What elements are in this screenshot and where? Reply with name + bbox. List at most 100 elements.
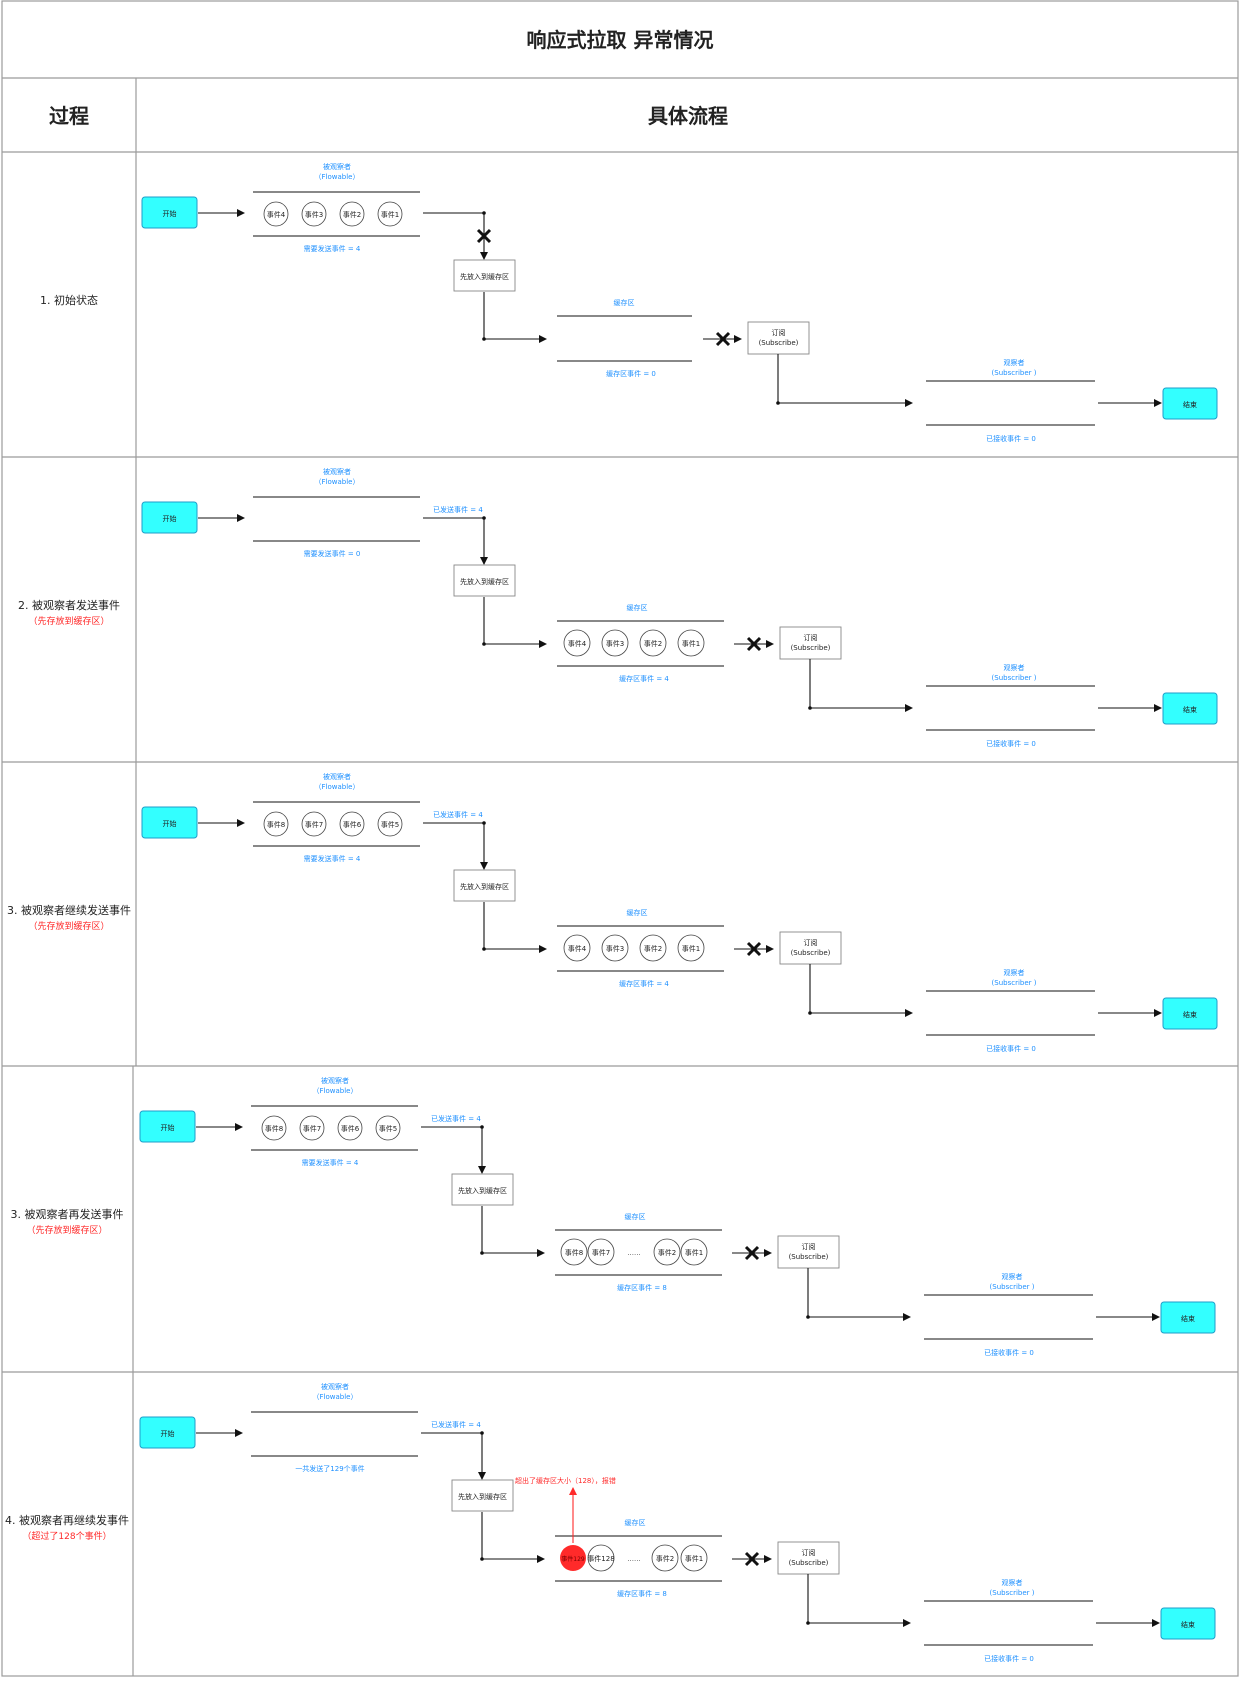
buffer-first-label: 先放入到缓存区 xyxy=(460,577,509,586)
buffer-event-label: 事件1 xyxy=(682,639,700,648)
observer-type: (Subscriber ) xyxy=(992,979,1037,987)
observable-event-label: 事件6 xyxy=(341,1124,360,1133)
blocked-x-icon xyxy=(744,1551,760,1567)
subscribe-box xyxy=(779,626,842,660)
observable-event-circle xyxy=(301,201,327,227)
sent-label: 已发送事件 = 4 xyxy=(431,1114,481,1123)
observable-event-circle xyxy=(339,201,365,227)
observable-caption: 需要发送事件 = 0 xyxy=(304,549,361,558)
buffer-event-circle xyxy=(587,1544,615,1572)
buffer-event-label: 事件2 xyxy=(656,1554,674,1563)
received-caption: 已接收事件 = 0 xyxy=(986,434,1036,443)
buffer-event-circle xyxy=(601,934,629,962)
observable-event-label: 事件5 xyxy=(379,1124,397,1133)
buffer-title: 缓存区 xyxy=(627,603,648,612)
buffer-caption: 缓存区事件 = 4 xyxy=(619,674,669,683)
page-title: 响应式拉取 异常情况 xyxy=(527,28,714,52)
buffer-first-label: 先放入到缓存区 xyxy=(458,1186,507,1195)
end-node xyxy=(1160,1607,1216,1640)
observable-title: 被观察者 xyxy=(323,162,351,171)
buffer-event-label: 事件1 xyxy=(685,1554,703,1563)
observer-type: (Subscriber ) xyxy=(992,369,1037,377)
observable-caption: 需要发送事件 = 4 xyxy=(302,1158,359,1167)
buffer-first-box xyxy=(451,1479,514,1512)
start-label: 开始 xyxy=(163,514,177,523)
observer-type: (Subscriber ) xyxy=(992,674,1037,682)
subscribe-label: 订阅 xyxy=(804,938,818,947)
observable-event-circle xyxy=(339,811,365,837)
start-node xyxy=(139,1110,196,1143)
subscribe-sublabel: (Subscribe) xyxy=(759,339,799,347)
observable-caption: 一共发送了129个事件 xyxy=(295,1464,364,1473)
observable-event-circle xyxy=(377,201,403,227)
received-caption: 已接收事件 = 0 xyxy=(986,1044,1036,1053)
subscribe-sublabel: (Subscribe) xyxy=(791,644,831,652)
observable-event-label: 事件1 xyxy=(381,210,399,219)
subscribe-sublabel: (Subscribe) xyxy=(789,1253,829,1261)
observable-type: （Flowable） xyxy=(315,478,360,486)
buffer-event-circle xyxy=(560,1238,588,1266)
buffer-event-label: 事件7 xyxy=(592,1248,610,1257)
observable-title: 被观察者 xyxy=(323,467,351,476)
buffer-event-circle xyxy=(677,934,705,962)
buffer-caption: 缓存区事件 = 0 xyxy=(606,369,656,378)
blocked-x-icon xyxy=(746,941,762,957)
buffer-caption: 缓存区事件 = 4 xyxy=(619,979,669,988)
buffer-title: 缓存区 xyxy=(627,908,648,917)
buffer-title: 缓存区 xyxy=(625,1518,646,1527)
observable-type: （Flowable） xyxy=(313,1393,358,1401)
subscribe-label: 订阅 xyxy=(802,1242,816,1251)
buffer-first-box xyxy=(453,869,516,902)
blocked-x-icon xyxy=(744,1245,760,1261)
buffer-event-circle xyxy=(680,1238,708,1266)
process-label: 4. 被观察者再继续发事件 xyxy=(5,1513,129,1527)
buffer-first-box xyxy=(453,564,516,597)
observable-event-label: 事件2 xyxy=(343,210,361,219)
buffer-event-label: 事件3 xyxy=(606,944,624,953)
end-node xyxy=(1162,387,1218,420)
buffer-event-circle xyxy=(680,1544,708,1572)
buffer-event-circle xyxy=(677,629,705,657)
observable-event-label: 事件7 xyxy=(305,820,323,829)
end-label: 结束 xyxy=(1183,1010,1197,1019)
observable-event-circle xyxy=(299,1115,325,1141)
observer-title: 观察者 xyxy=(1004,663,1025,672)
x-stroke xyxy=(746,636,762,652)
buffer-ellipsis: ...... xyxy=(627,1249,640,1257)
buffer-event-circle xyxy=(639,629,667,657)
start-label: 开始 xyxy=(161,1429,175,1438)
buffer-event-circle xyxy=(563,934,591,962)
start-node xyxy=(141,501,198,534)
observer-title: 观察者 xyxy=(1002,1272,1023,1281)
received-caption: 已接收事件 = 0 xyxy=(986,739,1036,748)
process-label: 1. 初始状态 xyxy=(40,293,98,307)
buffer-first-label: 先放入到缓存区 xyxy=(460,882,509,891)
subscribe-label: 订阅 xyxy=(772,328,786,337)
start-label: 开始 xyxy=(163,209,177,218)
observable-event-circle xyxy=(337,1115,363,1141)
observable-title: 被观察者 xyxy=(321,1076,349,1085)
process-column-header: 过程 xyxy=(49,104,89,128)
observer-title: 观察者 xyxy=(1004,968,1025,977)
observer-type: (Subscriber ) xyxy=(990,1283,1035,1291)
process-sublabel: （先存放到缓存区） xyxy=(28,615,109,627)
subscribe-sublabel: (Subscribe) xyxy=(789,1559,829,1567)
buffer-event-label: 事件1 xyxy=(682,944,700,953)
blocked-x-icon xyxy=(746,636,762,652)
overflow-event-circle xyxy=(560,1545,586,1571)
blocked-x-icon xyxy=(715,331,731,347)
subscribe-label: 订阅 xyxy=(802,1548,816,1557)
buffer-ellipsis: ...... xyxy=(627,1555,640,1563)
row-5: 4. 被观察者再继续发事件（超过了128个事件）开始被观察者（Flowable）… xyxy=(5,1382,1216,1663)
observable-caption: 需要发送事件 = 4 xyxy=(304,854,361,863)
buffer-first-label: 先放入到缓存区 xyxy=(460,272,509,281)
buffer-event-label: 事件1 xyxy=(685,1248,703,1257)
observable-event-circle xyxy=(261,1115,287,1141)
observer-title: 观察者 xyxy=(1002,1578,1023,1587)
subscribe-box xyxy=(779,931,842,965)
start-label: 开始 xyxy=(163,819,177,828)
end-label: 结束 xyxy=(1181,1620,1195,1629)
buffer-event-circle xyxy=(601,629,629,657)
